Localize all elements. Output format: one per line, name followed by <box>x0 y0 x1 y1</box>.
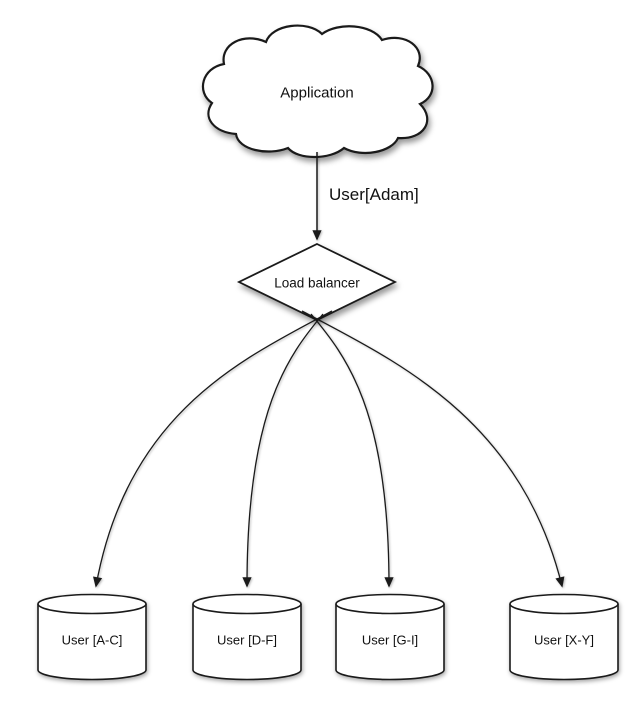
shard-label-g-i: User [G-I] <box>361 632 419 648</box>
shard-cylinder-d-f <box>192 593 302 681</box>
shard-label-d-f: User [D-F] <box>217 632 277 648</box>
edge-label-user-adam: User[Adam] <box>329 185 419 204</box>
edge-to-shard-d-f <box>242 313 324 588</box>
application-cloud-shape <box>202 24 434 158</box>
edge-to-shard-a-c <box>93 310 333 588</box>
application-label: Application <box>280 84 354 102</box>
shard-cylinder-g-i <box>335 593 445 681</box>
load-balancer-label: Load balancer <box>274 275 360 291</box>
edge-to-shard-x-y <box>301 310 565 588</box>
shard-label-a-c: User [A-C] <box>61 632 123 648</box>
shard-cylinder-x-y <box>509 593 619 681</box>
shard-label-x-y: User [X-Y] <box>534 632 594 648</box>
shard-cylinder-a-c <box>37 593 147 681</box>
edge-to-shard-g-i <box>310 313 394 588</box>
load-balancer-diamond-shape <box>236 242 398 322</box>
